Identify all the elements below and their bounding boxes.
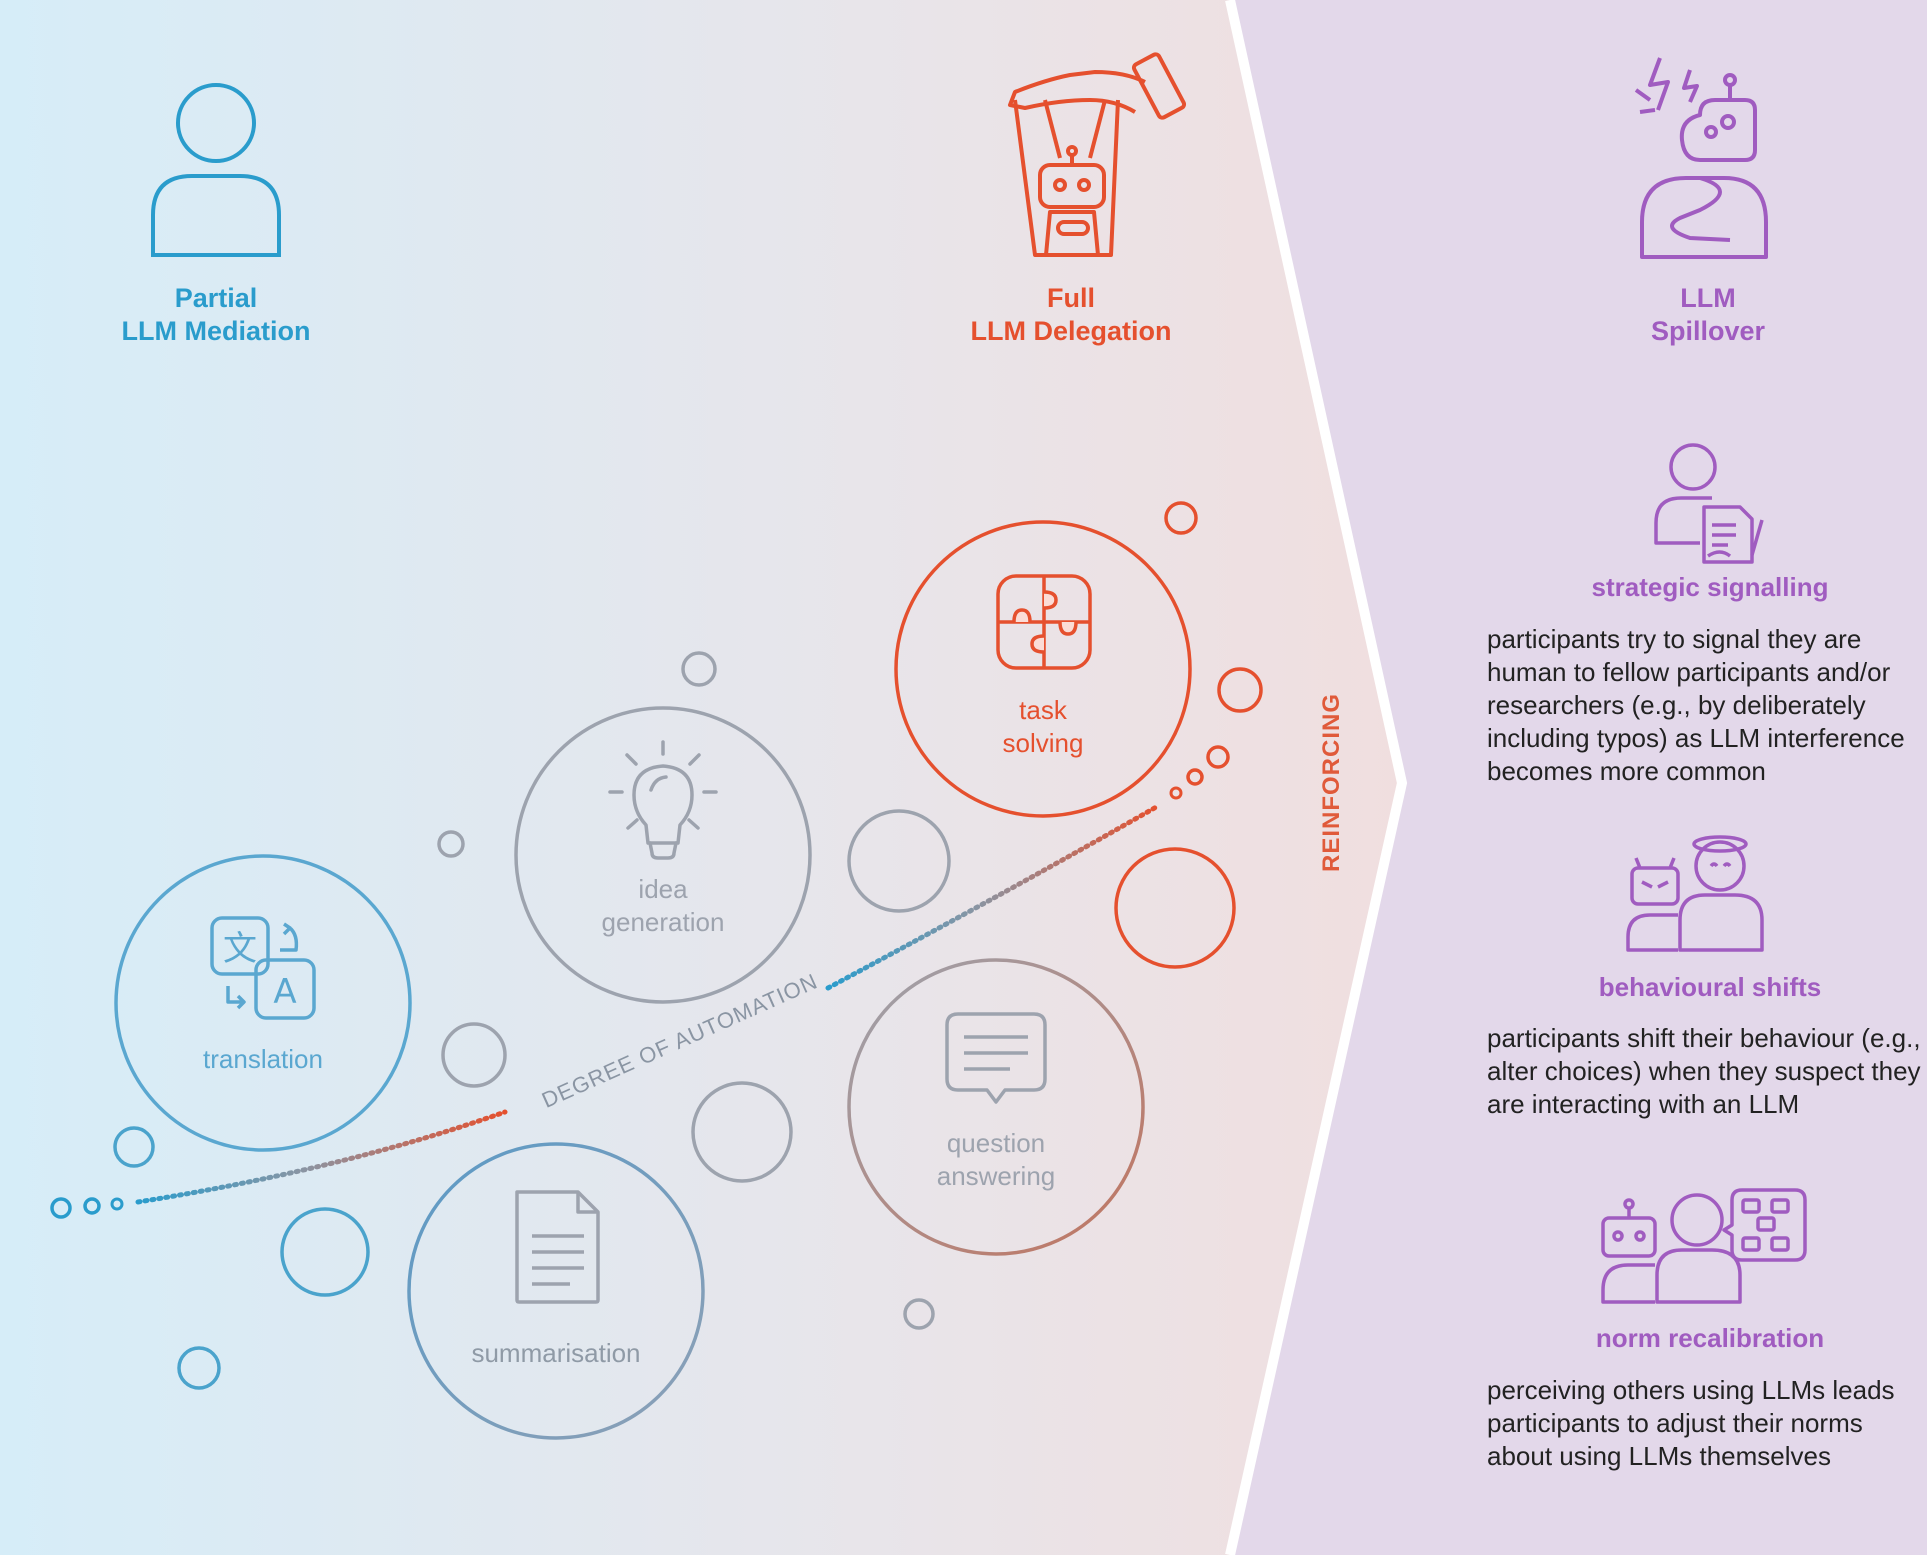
header-line2: LLM Mediation [121,316,311,346]
task-solving-label: task solving [913,694,1173,760]
question-label-line1: question [946,1128,1046,1158]
axis-start-dot [83,1197,101,1215]
idea-generation-circle [514,706,812,1004]
axis-start-dot [50,1197,72,1219]
spillover-description-strategic-signalling: participants try to signal they are huma… [1487,624,1905,786]
spillover-description-norm-recalibration: perceiving others using LLMs leads parti… [1487,1375,1895,1471]
axis-dotted-line [135,1109,508,1205]
puzzle-icon [996,574,1092,670]
spillover-panel [1230,0,1927,1555]
translation-label-text: translation [203,1044,323,1074]
chevron-divider [1225,0,1408,1555]
summarisation-circle [407,1142,705,1440]
header-line2: LLM Delegation [970,316,1172,346]
svg-text:A: A [273,972,296,1012]
spillover-title-norm-recalibration: norm recalibration [1595,1323,1825,1353]
lightbulb-icon [608,740,718,860]
document-icon [515,1190,600,1304]
task-solving-circle [894,520,1192,818]
spillover-title-behavioural-shifts: behavioural shifts [1598,972,1822,1002]
translation-circle [114,854,412,1152]
robot-head-person-icon [1634,57,1768,259]
automation-axis [50,745,1230,1219]
summarisation-label-text: summarisation [471,1338,641,1368]
person-icon [151,83,281,257]
idea-label-line1: idea [638,874,688,904]
svg-text:文: 文 [223,929,257,969]
decorative-bubbles [113,501,1263,1390]
question-answering-label: question answering [866,1127,1126,1193]
header-llm-spillover: LLM Spillover [1548,282,1868,348]
axis-end-dot [1206,745,1230,769]
question-label-line2: answering [936,1161,1056,1191]
header-line2: Spillover [1650,316,1766,346]
header-partial-mediation: Partial LLM Mediation [56,282,376,348]
reinforcing-label: REINFORCING [1318,693,1345,872]
task-label-line1: task [1019,695,1067,725]
axis-dotted-line [825,803,1161,991]
robot-angel-person-icon [1626,835,1764,952]
axis-end-dot [1186,768,1204,786]
axis-start-dot [110,1197,124,1211]
summarisation-label: summarisation [426,1337,686,1370]
translate-icon: 文 A [210,916,316,1020]
idea-generation-label: idea generation [533,873,793,939]
axis-end-dot [1169,786,1183,800]
robot-puppet-icon [1008,52,1187,257]
header-line1: LLM [1680,283,1736,313]
task-label-line2: solving [1002,728,1084,758]
spillover-description-behavioural-shifts: participants shift their behaviour (e.g.… [1487,1023,1921,1119]
translation-label: translation [133,1043,393,1076]
idea-label-line2: generation [601,907,725,937]
speech-bubble-icon [945,1012,1047,1104]
person-document-icon [1654,443,1764,564]
robot-person-group-icon [1601,1188,1807,1304]
header-line1: Full [1047,283,1095,313]
spillover-title-strategic-signalling: strategic signalling [1591,572,1829,602]
header-full-delegation: Full LLM Delegation [911,282,1231,348]
header-line1: Partial [174,283,258,313]
question-answering-circle [847,958,1145,1256]
